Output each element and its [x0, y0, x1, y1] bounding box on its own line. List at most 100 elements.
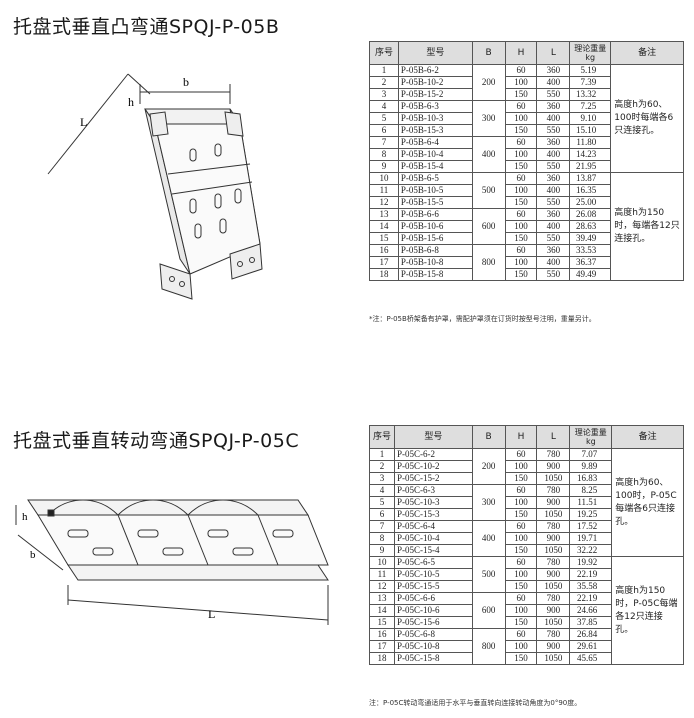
section2-title: 托盘式垂直转动弯通SPQJ-P-05C: [13, 430, 300, 452]
col-header-model: 型号: [397, 41, 473, 65]
cell-model: P-05B-6-3: [397, 100, 473, 113]
cell-b: 200: [471, 448, 506, 485]
dim-label-h: h: [128, 95, 134, 109]
cell-model: P-05C-10-8: [393, 640, 473, 653]
cell-h: 150: [504, 160, 538, 173]
cell-model: P-05C-15-8: [393, 652, 473, 665]
cell-h: 150: [504, 196, 538, 209]
cell-no: 16: [369, 628, 395, 641]
cell-l: 400: [536, 76, 571, 89]
cell-model: P-05B-6-5: [397, 172, 473, 185]
cell-weight: 37.85: [569, 616, 613, 629]
cell-h: 60: [504, 208, 538, 221]
cell-model: P-05B-6-8: [397, 244, 473, 257]
cell-l: 400: [536, 220, 571, 233]
cell-model: P-05B-10-2: [397, 76, 473, 89]
cell-model: P-05C-6-3: [393, 484, 473, 497]
cell-b: 300: [471, 484, 506, 521]
cell-l: 1050: [536, 652, 571, 665]
cell-no: 3: [369, 472, 395, 485]
cell-model: P-05B-10-3: [397, 112, 473, 125]
cell-weight: 45.65: [569, 652, 613, 665]
cell-h: 100: [504, 256, 538, 269]
cell-no: 17: [369, 256, 399, 269]
cell-b: 800: [471, 628, 506, 665]
cell-l: 1050: [536, 544, 571, 557]
cell-weight: 39.49: [569, 232, 612, 245]
cell-l: 360: [536, 244, 571, 257]
cell-weight: 26.84: [569, 628, 613, 641]
dim-label-h: h: [22, 511, 28, 523]
cell-no: 11: [369, 568, 395, 581]
cell-l: 780: [536, 592, 571, 605]
cell-h: 60: [504, 592, 538, 605]
cell-model: P-05B-10-4: [397, 148, 473, 161]
cell-weight: 11.80: [569, 136, 612, 149]
footnote-p05c: 注：P-05C转动弯通适用于水平与垂直转向连接转动角度为0°90度。: [369, 699, 582, 707]
cell-no: 14: [369, 220, 399, 233]
cell-weight: 5.19: [569, 64, 612, 77]
col-header-l: L: [536, 425, 571, 449]
section1-title: 托盘式垂直凸弯通SPQJ-P-05B: [13, 16, 280, 38]
cell-b: 600: [471, 208, 506, 245]
cell-no: 10: [369, 556, 395, 569]
cell-l: 780: [536, 448, 571, 461]
cell-b: 300: [471, 100, 506, 137]
cell-b: 500: [471, 556, 506, 593]
cell-no: 9: [369, 160, 399, 173]
col-header-weight: 理论重量kg: [569, 41, 612, 65]
cell-weight: 25.00: [569, 196, 612, 209]
cell-weight: 9.10: [569, 112, 612, 125]
cell-no: 10: [369, 172, 399, 185]
cell-model: P-05B-6-4: [397, 136, 473, 149]
cell-no: 17: [369, 640, 395, 653]
cell-h: 150: [504, 544, 538, 557]
cell-l: 360: [536, 64, 571, 77]
cell-no: 5: [369, 112, 399, 125]
cell-l: 550: [536, 268, 571, 281]
cell-model: P-05C-6-2: [393, 448, 473, 461]
cell-no: 15: [369, 232, 399, 245]
cell-weight: 19.71: [569, 532, 613, 545]
cell-h: 60: [504, 100, 538, 113]
col-header-h: H: [504, 425, 538, 449]
cell-l: 1050: [536, 616, 571, 629]
convex-elbow-drawing: L h b: [47, 73, 263, 300]
note-cell-b: 高度h为150时，每端各12只连接孔。: [610, 172, 684, 281]
cell-h: 100: [504, 460, 538, 473]
cell-model: P-05B-15-4: [397, 160, 473, 173]
cell-h: 60: [504, 64, 538, 77]
cell-h: 100: [504, 640, 538, 653]
cell-l: 780: [536, 520, 571, 533]
cell-no: 12: [369, 196, 399, 209]
cell-weight: 13.87: [569, 172, 612, 185]
cell-weight: 7.39: [569, 76, 612, 89]
cell-model: P-05C-6-8: [393, 628, 473, 641]
cell-weight: 24.66: [569, 604, 613, 617]
cell-model: P-05C-10-6: [393, 604, 473, 617]
cell-model: P-05C-15-3: [393, 508, 473, 521]
dim-label-b: b: [183, 75, 189, 89]
cell-model: P-05B-10-5: [397, 184, 473, 197]
cell-no: 14: [369, 604, 395, 617]
cell-weight: 22.19: [569, 592, 613, 605]
col-header-no: 序号: [369, 425, 395, 449]
col-header-model: 型号: [393, 425, 473, 449]
cell-h: 100: [504, 220, 538, 233]
cell-weight: 22.19: [569, 568, 613, 581]
cell-l: 550: [536, 88, 571, 101]
cell-h: 150: [504, 268, 538, 281]
cell-l: 400: [536, 184, 571, 197]
cell-weight: 32.22: [569, 544, 613, 557]
